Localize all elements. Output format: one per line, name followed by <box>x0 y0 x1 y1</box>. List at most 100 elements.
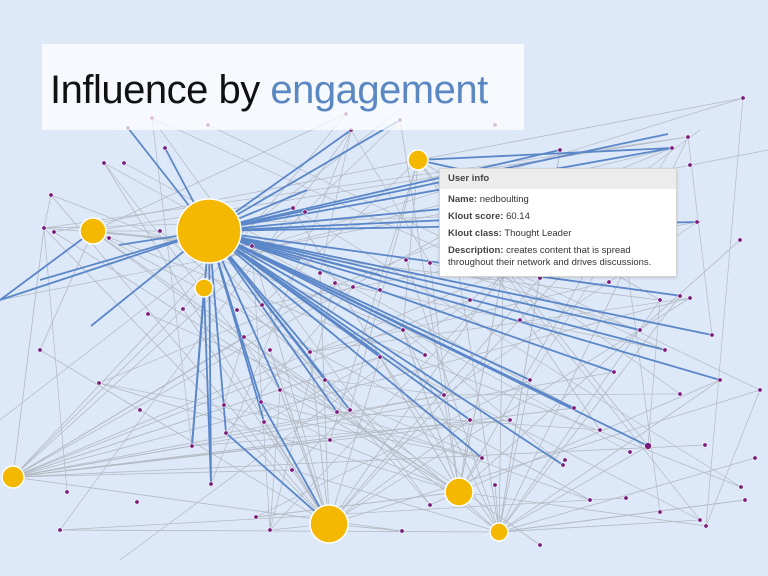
user-node[interactable] <box>180 306 186 312</box>
user-node[interactable] <box>611 369 617 375</box>
user-node[interactable] <box>427 502 433 508</box>
influencer-node[interactable] <box>489 522 509 542</box>
user-node[interactable] <box>597 427 603 433</box>
user-node[interactable] <box>400 327 406 333</box>
user-node[interactable] <box>189 443 195 449</box>
user-node[interactable] <box>587 497 593 503</box>
user-node[interactable] <box>350 284 356 290</box>
user-node[interactable] <box>134 499 140 505</box>
user-node[interactable] <box>517 317 523 323</box>
user-node[interactable] <box>302 209 308 215</box>
user-node[interactable] <box>327 437 333 443</box>
user-node[interactable] <box>479 455 485 461</box>
influencer-node[interactable] <box>176 198 242 264</box>
user-node[interactable] <box>467 297 473 303</box>
user-node[interactable] <box>57 527 63 533</box>
user-node[interactable] <box>685 134 691 140</box>
user-node[interactable] <box>697 517 703 523</box>
user-node[interactable] <box>234 307 240 313</box>
user-node[interactable] <box>702 442 708 448</box>
user-node[interactable] <box>623 495 629 501</box>
user-node[interactable] <box>687 162 693 168</box>
user-node[interactable] <box>560 462 566 468</box>
user-node[interactable] <box>677 293 683 299</box>
user-node[interactable] <box>137 407 143 413</box>
user-node[interactable] <box>377 287 383 293</box>
user-node[interactable] <box>258 399 264 405</box>
user-node[interactable] <box>223 430 229 436</box>
user-node[interactable] <box>332 280 338 286</box>
user-node[interactable] <box>267 527 273 533</box>
user-node[interactable] <box>694 219 700 225</box>
user-node[interactable] <box>241 334 247 340</box>
user-node[interactable] <box>752 455 758 461</box>
user-node[interactable] <box>669 145 675 151</box>
influencer-node[interactable] <box>407 149 429 171</box>
user-node[interactable] <box>740 95 746 101</box>
user-node[interactable] <box>717 377 723 383</box>
user-node[interactable] <box>606 279 612 285</box>
user-node[interactable] <box>709 332 715 338</box>
user-node[interactable] <box>627 449 633 455</box>
user-node[interactable] <box>208 481 214 487</box>
user-node[interactable] <box>403 257 409 263</box>
user-node[interactable] <box>399 528 405 534</box>
user-node[interactable] <box>106 235 112 241</box>
user-node[interactable] <box>289 467 295 473</box>
user-node[interactable] <box>162 145 168 151</box>
user-node[interactable] <box>657 509 663 515</box>
influencer-node[interactable] <box>444 477 474 507</box>
user-node[interactable] <box>267 347 273 353</box>
user-node[interactable] <box>557 147 563 153</box>
user-node[interactable] <box>221 402 227 408</box>
user-node[interactable] <box>571 405 577 411</box>
influencer-node[interactable] <box>309 504 349 544</box>
user-node[interactable] <box>427 260 433 266</box>
user-node[interactable] <box>562 457 568 463</box>
user-node[interactable] <box>307 349 313 355</box>
user-node[interactable] <box>259 302 265 308</box>
user-node[interactable] <box>261 419 267 425</box>
user-node[interactable] <box>322 377 328 383</box>
user-node[interactable] <box>644 442 652 450</box>
engagement-edge <box>208 230 641 331</box>
user-node[interactable] <box>37 347 43 353</box>
user-node[interactable] <box>334 409 340 415</box>
user-node[interactable] <box>48 192 54 198</box>
user-node[interactable] <box>738 484 744 490</box>
user-node[interactable] <box>757 387 763 393</box>
user-node[interactable] <box>41 225 47 231</box>
user-node[interactable] <box>422 352 428 358</box>
influencer-node[interactable] <box>194 278 214 298</box>
user-node[interactable] <box>737 237 743 243</box>
user-node[interactable] <box>101 160 107 166</box>
user-node[interactable] <box>377 354 383 360</box>
user-node[interactable] <box>249 243 255 249</box>
user-node[interactable] <box>742 497 748 503</box>
user-node[interactable] <box>492 482 498 488</box>
user-node[interactable] <box>277 387 283 393</box>
user-node[interactable] <box>317 270 323 276</box>
user-node[interactable] <box>657 297 663 303</box>
user-node[interactable] <box>441 392 447 398</box>
user-node[interactable] <box>537 542 543 548</box>
user-node[interactable] <box>527 377 533 383</box>
user-node[interactable] <box>347 407 353 413</box>
user-node[interactable] <box>121 160 127 166</box>
user-node[interactable] <box>145 311 151 317</box>
user-node[interactable] <box>703 523 709 529</box>
influencer-node[interactable] <box>79 217 107 245</box>
user-node[interactable] <box>64 489 70 495</box>
user-node[interactable] <box>157 228 163 234</box>
user-node[interactable] <box>253 514 259 520</box>
user-node[interactable] <box>637 327 643 333</box>
user-node[interactable] <box>290 205 296 211</box>
user-node[interactable] <box>467 417 473 423</box>
user-node[interactable] <box>687 295 693 301</box>
user-node[interactable] <box>96 380 102 386</box>
influencer-node[interactable] <box>1 465 25 489</box>
user-node[interactable] <box>507 417 513 423</box>
user-node[interactable] <box>662 347 668 353</box>
user-node[interactable] <box>51 229 57 235</box>
user-node[interactable] <box>677 391 683 397</box>
